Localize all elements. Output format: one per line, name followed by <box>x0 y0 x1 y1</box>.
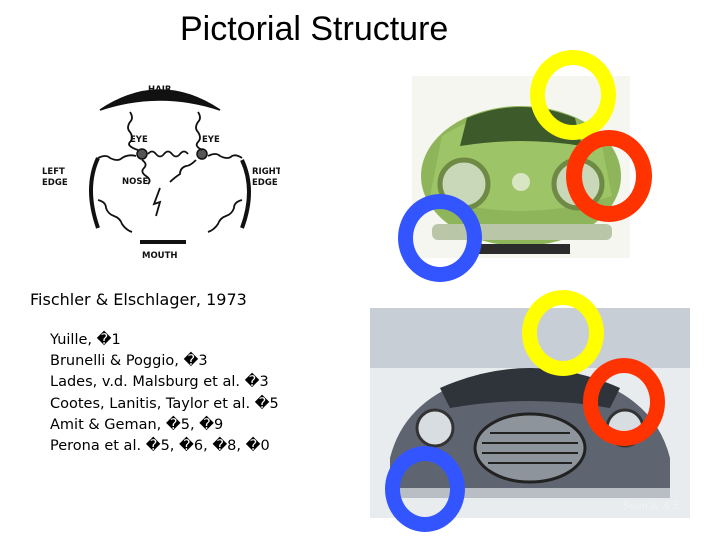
left-edge-arc <box>91 158 98 228</box>
right-edge-label-2: EDGE <box>252 178 278 188</box>
left-edge-label: LEFT <box>42 167 65 177</box>
spring-nose-mouth <box>154 188 160 216</box>
spring-right-edge-mouth <box>208 200 242 232</box>
spring-left-edge-left-eye <box>98 155 136 160</box>
left-eye-node <box>137 149 147 159</box>
spring-eye-eye <box>148 152 188 157</box>
slide-title: Pictorial Structure <box>180 10 500 49</box>
right-eye-label: EYE <box>202 135 220 145</box>
reference-item: Amit & Geman, �5, �9 <box>50 415 279 436</box>
right-edge-label: RIGHT <box>252 167 280 177</box>
blue-ring-top <box>398 194 482 282</box>
right-edge-arc <box>242 160 249 228</box>
hair-label: HAIR <box>148 85 172 95</box>
reference-item: Perona et al. �5, �6, �8, �0 <box>50 436 279 457</box>
reference-item: Brunelli & Poggio, �3 <box>50 351 279 372</box>
reference-item: Yuille, �1 <box>50 330 279 351</box>
yellow-ring-bottom <box>522 290 604 376</box>
spring-right-eye-nose <box>170 160 196 182</box>
blue-ring-bottom <box>385 446 465 532</box>
reference-item: Lades, v.d. Malsburg et al. �3 <box>50 372 279 393</box>
mouth-label: MOUTH <box>142 251 178 261</box>
red-ring-top <box>566 130 652 222</box>
mouth-bar <box>140 240 186 244</box>
yellow-ring-top <box>530 50 616 140</box>
nose-label: NOSE <box>122 177 148 187</box>
reference-item: Cootes, Lanitis, Taylor et al. �5 <box>50 394 279 415</box>
left-edge-label-2: EDGE <box>42 178 68 188</box>
right-eye-node <box>197 149 207 159</box>
diagram-caption: Fischler & Elschlager, 1973 <box>30 290 247 309</box>
spring-right-eye-right-edge <box>208 154 242 158</box>
pictorial-structure-diagram: HAIR LEFT EDGE RIGHT EDGE EYE EYE NOSE M… <box>30 70 280 270</box>
red-ring-bottom <box>583 358 665 446</box>
photo-signature: Soan'& A'E <box>623 501 680 512</box>
spring-left-edge-mouth <box>98 200 132 232</box>
reference-list: Yuille, �1 Brunelli & Poggio, �3 Lades, … <box>50 330 279 457</box>
